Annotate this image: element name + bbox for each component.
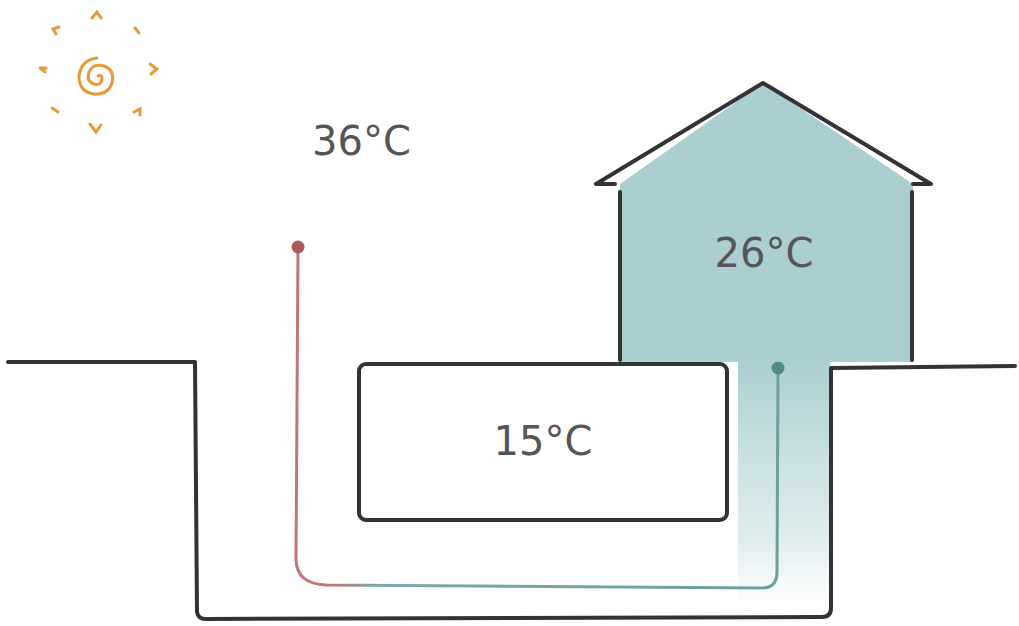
outdoor-temperature: 36°C xyxy=(312,118,411,164)
pipe-inlet xyxy=(292,241,305,254)
sun-symbol xyxy=(40,12,157,132)
temperature-text: 15°C xyxy=(361,418,725,464)
pipe-outlet xyxy=(772,362,785,375)
house-fill xyxy=(620,83,913,362)
house-shape: 26°C xyxy=(593,80,935,362)
house-lines xyxy=(596,83,931,360)
cool-air-fill xyxy=(738,362,830,612)
ground-block: 15°C xyxy=(357,362,729,522)
ground-trench xyxy=(8,362,1015,619)
temperature-text: 26°C xyxy=(593,230,935,276)
house-outline xyxy=(593,80,935,362)
